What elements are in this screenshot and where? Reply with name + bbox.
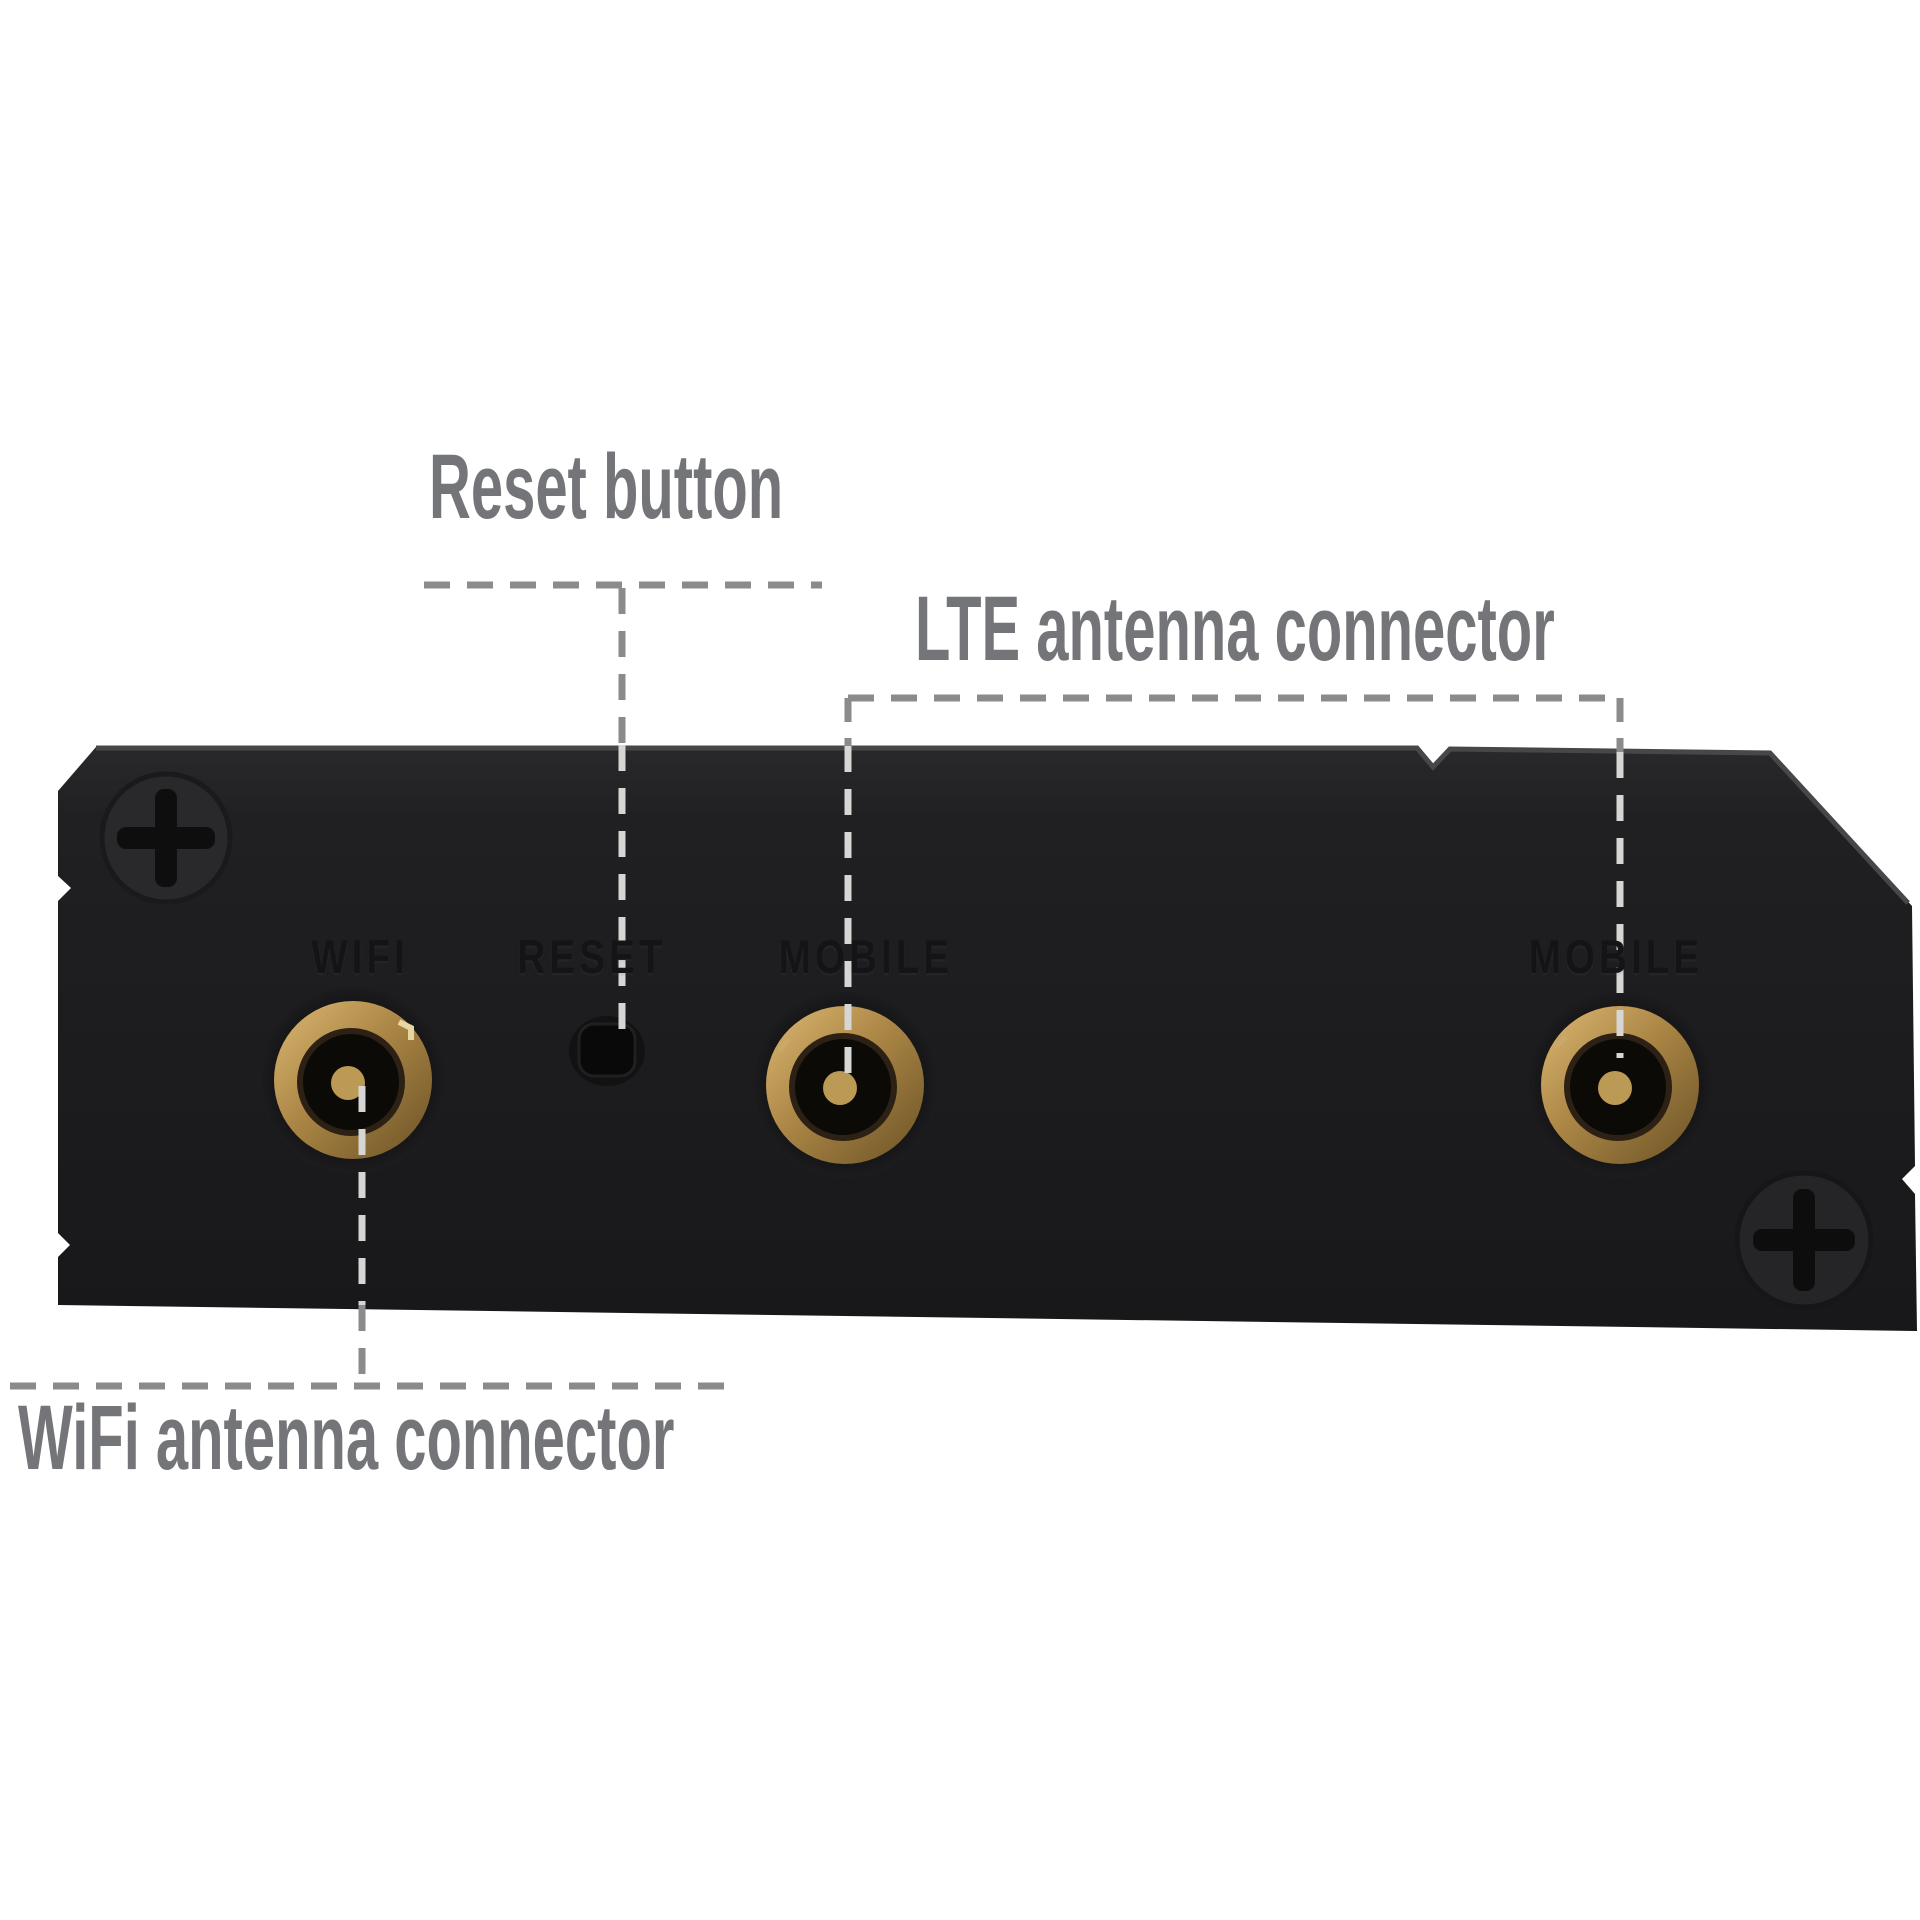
connector-center-pin	[331, 1066, 365, 1100]
port-label-mobile-center: MOBILE	[778, 930, 954, 983]
callout-label-lte-antenna-connector: LTE antenna connector	[915, 578, 1555, 680]
port-label-wifi: WIFI	[311, 930, 409, 983]
port-label-reset: RESET	[517, 930, 667, 983]
connector-highlight	[397, 1019, 414, 1040]
device-body	[58, 747, 1917, 1331]
device-top-edge-highlight	[96, 745, 1910, 905]
reset-button	[569, 1016, 645, 1086]
wifi-antenna-connector	[260, 987, 446, 1173]
connector-center-pin	[823, 1071, 857, 1105]
reset-button-cap	[577, 1022, 637, 1078]
lte-callout-line	[844, 694, 1624, 1090]
screw-slot-v	[1793, 1189, 1815, 1291]
connector-highlight	[777, 1037, 791, 1053]
screw-top-left	[99, 771, 233, 905]
port-label-mobile-right: MOBILE	[1528, 930, 1704, 983]
screw-bottom-right	[1734, 1170, 1874, 1310]
connector-center-pin	[1598, 1071, 1632, 1105]
connector-highlight	[1554, 1035, 1568, 1049]
mobile-antenna-connector-center	[752, 992, 938, 1178]
mobile-antenna-connector-right	[1527, 992, 1713, 1178]
wifi-callout-line	[10, 1086, 736, 1390]
screw-slot-v	[155, 789, 177, 887]
callout-label-reset-button: Reset button	[429, 436, 784, 538]
reset-callout-line	[424, 581, 822, 1040]
callout-label-wifi-antenna-connector: WiFi antenna connector	[18, 1387, 675, 1489]
